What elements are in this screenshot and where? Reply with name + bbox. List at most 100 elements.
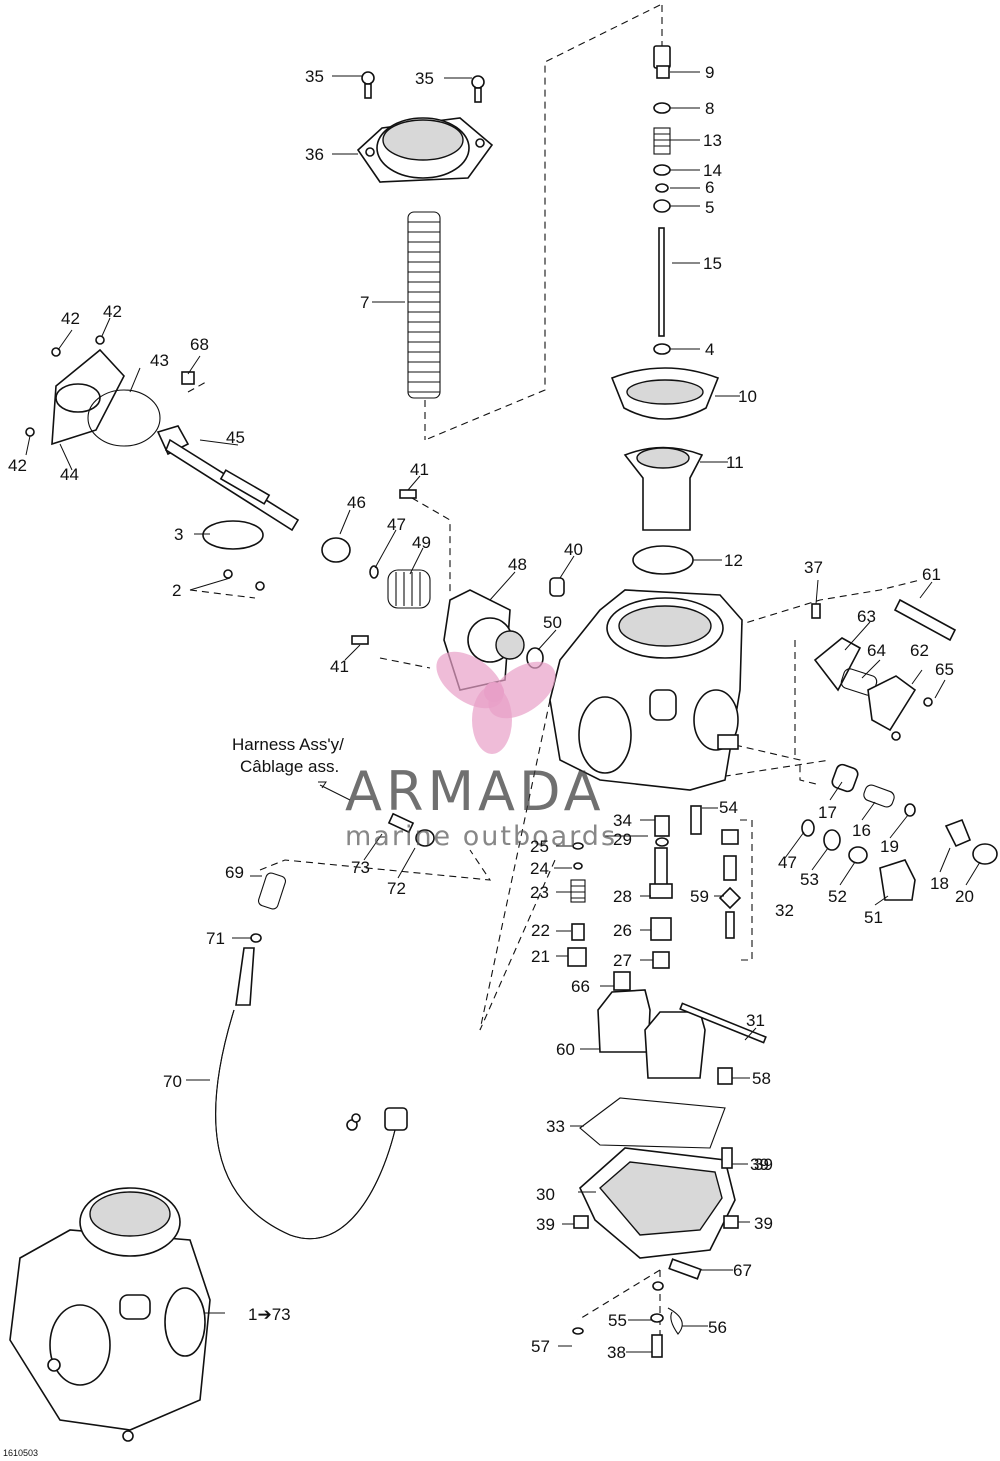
callout-label: 42 bbox=[8, 456, 27, 475]
callout-label: 16 bbox=[852, 821, 871, 840]
callout-label: 21 bbox=[531, 947, 550, 966]
part-55 bbox=[650, 1313, 664, 1323]
callout-label: 70 bbox=[163, 1072, 182, 1091]
callout-label: 44 bbox=[60, 465, 79, 484]
callout-label: 67 bbox=[733, 1261, 752, 1280]
carburetor-body bbox=[549, 589, 821, 791]
callout-label: 56 bbox=[708, 1318, 727, 1337]
callout-label: 72 bbox=[387, 879, 406, 898]
callout-label: 10 bbox=[738, 387, 757, 406]
callout-label: 47 bbox=[778, 853, 797, 872]
part-66 bbox=[613, 971, 631, 991]
callout-label: 62 bbox=[910, 641, 929, 660]
watermark-tagline: marine outboards bbox=[345, 821, 617, 852]
needle-15 bbox=[658, 227, 665, 337]
choke-group bbox=[25, 335, 300, 591]
watermark-logo-propeller-icon bbox=[436, 651, 556, 754]
rod-61 bbox=[893, 598, 957, 642]
spring-23 bbox=[570, 879, 586, 903]
harness-label-en: Harness Ass'y/ bbox=[232, 735, 344, 754]
part-26 bbox=[650, 917, 672, 941]
callout-label: 1➔73 bbox=[248, 1305, 291, 1324]
complete-carburetor bbox=[9, 1187, 211, 1442]
callout-label: 68 bbox=[190, 335, 209, 354]
spring-49 bbox=[387, 569, 431, 609]
part-59 bbox=[718, 886, 742, 910]
top-cover-36 bbox=[356, 117, 494, 183]
slide-11 bbox=[623, 446, 704, 531]
callout-label: 29 bbox=[613, 830, 632, 849]
callout-label: 14 bbox=[703, 161, 722, 180]
cap-20 bbox=[972, 843, 998, 865]
screw-35-left bbox=[361, 71, 375, 99]
callout-label: 31 bbox=[746, 1011, 765, 1030]
callout-label: 41 bbox=[330, 657, 349, 676]
tube-28 bbox=[654, 847, 668, 887]
part-37 bbox=[811, 603, 821, 619]
callout-label: 55 bbox=[608, 1311, 627, 1330]
callout-label: 42 bbox=[103, 302, 122, 321]
top-cover-parts bbox=[356, 71, 494, 399]
callout-label: 26 bbox=[613, 921, 632, 940]
clip-56 bbox=[667, 1307, 683, 1335]
callout-label: 23 bbox=[530, 883, 549, 902]
callout-label: 61 bbox=[922, 565, 941, 584]
callout-label: 6 bbox=[705, 178, 714, 197]
screw-38 bbox=[651, 1334, 663, 1358]
cable-70 bbox=[215, 1009, 396, 1240]
plate-63 bbox=[813, 637, 862, 692]
callout-label: 27 bbox=[613, 951, 632, 970]
callout-label: 3 bbox=[174, 525, 183, 544]
spring-69 bbox=[257, 872, 287, 910]
part-8 bbox=[653, 102, 671, 114]
callout-label: 43 bbox=[150, 351, 169, 370]
callout-label: 22 bbox=[531, 921, 550, 940]
callout-label: 20 bbox=[955, 887, 974, 906]
float-group bbox=[597, 989, 767, 1085]
screw-58 bbox=[717, 1067, 733, 1085]
callout-label: 11 bbox=[726, 453, 744, 472]
part-27 bbox=[652, 951, 670, 969]
callout-label: 65 bbox=[935, 660, 954, 679]
callout-label: 34 bbox=[613, 811, 632, 830]
washer-53 bbox=[823, 829, 841, 851]
callout-label: 49 bbox=[412, 533, 431, 552]
watermark-brand: ARMADA bbox=[345, 760, 605, 823]
callout-label: 50 bbox=[543, 613, 562, 632]
nut-68 bbox=[181, 371, 195, 385]
spring-7 bbox=[407, 211, 441, 399]
callout-label: 39 bbox=[536, 1215, 555, 1234]
callout-label: 13 bbox=[703, 131, 722, 150]
part-40 bbox=[549, 577, 565, 597]
callout-label: 47 bbox=[387, 515, 406, 534]
callout-label: 36 bbox=[305, 145, 324, 164]
plunger-17 bbox=[831, 763, 859, 793]
callout-label: 41 bbox=[410, 460, 429, 479]
callout-label: 12 bbox=[724, 551, 743, 570]
callout-label: 39 bbox=[754, 1155, 773, 1174]
callout-label: 32 bbox=[775, 901, 794, 920]
plate-3 bbox=[202, 520, 264, 550]
spring-16 bbox=[863, 784, 895, 808]
part-54 bbox=[690, 805, 702, 835]
callout-label: 42 bbox=[61, 309, 80, 328]
callout-label: 46 bbox=[347, 493, 366, 512]
assembly-guide-lines bbox=[89, 4, 921, 1350]
callout-label: 30 bbox=[536, 1185, 555, 1204]
callout-label: 58 bbox=[752, 1069, 771, 1088]
bracket-62 bbox=[867, 675, 917, 732]
callout-label: 54 bbox=[719, 798, 738, 817]
ring-71 bbox=[250, 933, 262, 943]
connector-73 bbox=[387, 812, 415, 834]
needle-stack bbox=[610, 45, 720, 575]
callout-label: 48 bbox=[508, 555, 527, 574]
part-9 bbox=[653, 45, 671, 69]
callout-label: 8 bbox=[705, 99, 714, 118]
leader-lines bbox=[25, 71, 981, 1353]
screw-39-left bbox=[573, 1215, 589, 1229]
jets-group bbox=[567, 805, 742, 991]
callout-label: 53 bbox=[800, 870, 819, 889]
callout-label: 64 bbox=[867, 641, 886, 660]
